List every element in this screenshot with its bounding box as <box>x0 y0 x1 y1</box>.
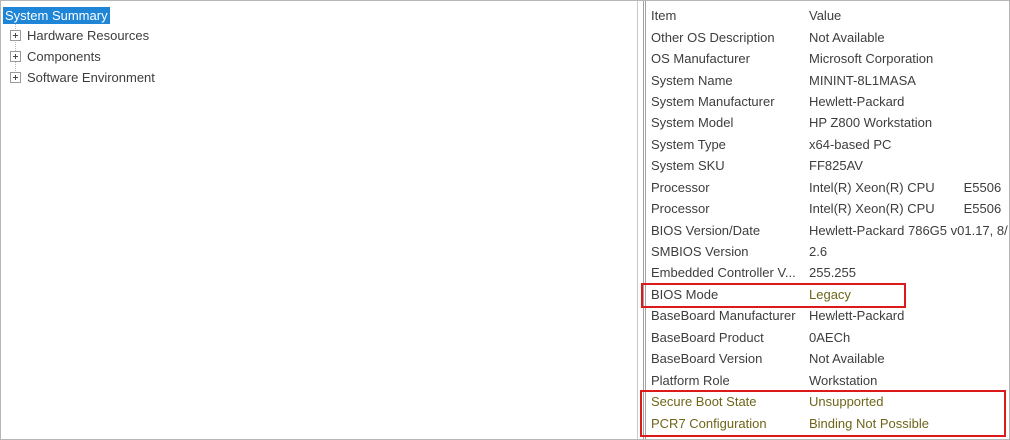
details-list: Item Value Other OS Description Not Avai… <box>643 1 1009 439</box>
value-cell: Intel(R) Xeon(R) CPU E5506 <box>809 201 1002 217</box>
value-cell: FF825AV <box>809 158 863 174</box>
table-row[interactable]: BIOS Version/Date Hewlett-Packard 786G5 … <box>651 219 1009 240</box>
table-row[interactable]: BaseBoard Version Not Available <box>651 348 1009 369</box>
table-row[interactable]: System Type x64-based PC <box>651 134 1009 155</box>
table-row[interactable]: Platform Role Workstation <box>651 369 1009 390</box>
value-cell: Legacy <box>809 286 851 302</box>
expand-plus-icon[interactable] <box>10 50 21 62</box>
item-cell: System Manufacturer <box>651 93 775 109</box>
value-cell: 2.6 <box>809 244 828 260</box>
value-cell: x64-based PC <box>809 136 892 152</box>
table-row[interactable]: BaseBoard Product 0AECh <box>651 327 1009 348</box>
item-cell: Other OS Description <box>651 29 775 45</box>
table-row[interactable]: OS Manufacturer Microsoft Corporation <box>651 48 1009 69</box>
value-cell: Binding Not Possible <box>809 415 929 431</box>
value-cell: 0AECh <box>809 329 851 345</box>
item-cell: SMBIOS Version <box>651 244 749 260</box>
item-cell: BaseBoard Version <box>651 351 763 367</box>
tree-item-label: Software Environment <box>27 69 155 85</box>
item-cell: PCR7 Configuration <box>651 415 767 431</box>
tree-item-hardware-resources[interactable]: Hardware Resources <box>1 26 637 47</box>
tree-item-label: System Summary <box>3 6 110 24</box>
value-cell: Not Available <box>809 351 885 367</box>
table-row[interactable]: Processor Intel(R) Xeon(R) CPU E5506 <box>651 198 1009 219</box>
item-cell: BIOS Mode <box>651 286 719 302</box>
column-header-row: Item Value <box>651 5 1009 26</box>
table-row[interactable]: PCR7 Configuration Binding Not Possible <box>651 412 1009 433</box>
table-row[interactable]: Secure Boot State Unsupported <box>651 391 1009 412</box>
navigation-tree: System Summary Hardware Resources Compon… <box>1 1 638 439</box>
table-row[interactable]: System Model HP Z800 Workstation <box>651 112 1009 133</box>
value-cell: 255.255 <box>809 265 856 281</box>
table-row[interactable]: Other OS Description Not Available <box>651 26 1009 47</box>
tree-item-components[interactable]: Components <box>1 46 637 67</box>
item-cell: Platform Role <box>651 372 730 388</box>
table-row[interactable]: BIOS Mode Legacy <box>651 284 1009 305</box>
expand-plus-icon[interactable] <box>10 30 21 42</box>
value-cell: Microsoft Corporation <box>809 51 934 67</box>
tree-item-software-environment[interactable]: Software Environment <box>1 67 637 88</box>
expand-plus-icon[interactable] <box>10 71 21 83</box>
value-cell: Unsupported <box>809 394 884 410</box>
item-cell: Secure Boot State <box>651 394 757 410</box>
column-header-value[interactable]: Value <box>809 8 842 24</box>
value-cell: HP Z800 Workstation <box>809 115 933 131</box>
item-cell: Processor <box>651 179 710 195</box>
item-cell: BaseBoard Manufacturer <box>651 308 796 324</box>
value-cell: Not Available <box>809 29 885 45</box>
tree-item-system-summary[interactable]: System Summary <box>1 5 637 26</box>
table-row[interactable]: System Manufacturer Hewlett-Packard <box>651 91 1009 112</box>
item-cell: OS Manufacturer <box>651 51 750 67</box>
table-row[interactable]: Embedded Controller V... 255.255 <box>651 262 1009 283</box>
table-row[interactable]: System Name MININT-8L1MASA <box>651 69 1009 90</box>
value-cell: MININT-8L1MASA <box>809 72 916 88</box>
value-cell: Hewlett-Packard <box>809 308 905 324</box>
item-cell: System SKU <box>651 158 725 174</box>
item-cell: Embedded Controller V... <box>651 265 796 281</box>
item-cell: BIOS Version/Date <box>651 222 761 238</box>
item-cell: System Name <box>651 72 733 88</box>
item-cell: BaseBoard Product <box>651 329 764 345</box>
column-header-item[interactable]: Item <box>651 8 677 24</box>
value-cell: Hewlett-Packard 786G5 v01.17, 8/ <box>809 222 1008 238</box>
table-row[interactable]: SMBIOS Version 2.6 <box>651 241 1009 262</box>
tree-item-label: Hardware Resources <box>27 28 150 44</box>
value-cell: Hewlett-Packard <box>809 93 905 109</box>
table-row[interactable]: BaseBoard Manufacturer Hewlett-Packard <box>651 305 1009 326</box>
value-cell: Intel(R) Xeon(R) CPU E5506 <box>809 179 1002 195</box>
item-cell: System Model <box>651 115 734 131</box>
item-cell: Processor <box>651 201 710 217</box>
item-cell: System Type <box>651 136 726 152</box>
table-row[interactable]: System SKU FF825AV <box>651 155 1009 176</box>
value-cell: Workstation <box>809 372 878 388</box>
table-row[interactable]: Processor Intel(R) Xeon(R) CPU E5506 <box>651 177 1009 198</box>
tree-item-label: Components <box>27 48 101 64</box>
